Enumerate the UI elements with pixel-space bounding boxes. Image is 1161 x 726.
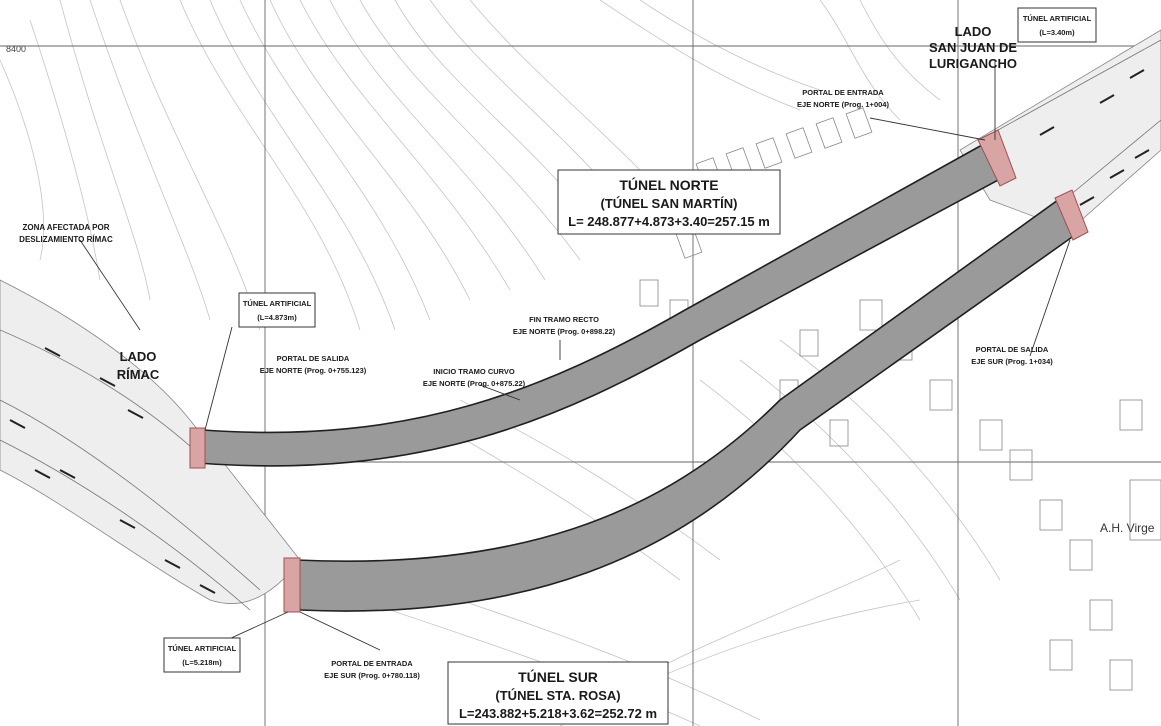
portal-salida-norte-line1: PORTAL DE SALIDA (277, 354, 350, 363)
tunnel-sur-length: L=243.882+5.218+3.62=252.72 m (459, 706, 657, 721)
road-rimac (0, 279, 301, 611)
lado-rimac-line2: RÍMAC (117, 367, 160, 382)
tunel-artificial-sw-line1: TÚNEL ARTIFICIAL (168, 644, 237, 653)
zona-afectada-line2: DESLIZAMIENTO RÍMAC (19, 235, 113, 244)
portals (189, 129, 1089, 613)
tunnel-sur-title: TÚNEL SUR (518, 668, 598, 685)
label-frames (163, 7, 1097, 725)
tunnel-norte-subtitle: (TÚNEL SAN MARTÍN) (601, 196, 738, 211)
tunel-artificial-ne-line1: TÚNEL ARTIFICIAL (1023, 14, 1092, 23)
portal-entrada-norte-line2: EJE NORTE (Prog. 1+004) (797, 100, 889, 109)
leader-lines (79, 60, 1071, 651)
portal-salida-sur-line1: PORTAL DE SALIDA (976, 345, 1049, 354)
portal-salida-sur-line2: EJE SUR (Prog. 1+034) (971, 357, 1053, 366)
tunnel-norte-title: TÚNEL NORTE (619, 176, 718, 193)
portal-salida-norte-line2: EJE NORTE (Prog. 0+755.123) (260, 366, 367, 375)
tunel-artificial-nw-line2: (L=4.873m) (257, 313, 297, 322)
lado-sjl-line1: LADO (955, 24, 992, 39)
inicio-tramo-line2: EJE NORTE (Prog. 0+875.22) (423, 379, 526, 388)
fin-tramo-line1: FIN TRAMO RECTO (529, 315, 599, 324)
lado-sjl-line2: SAN JUAN DE (929, 40, 1017, 55)
grid-coord-top: 8400 (6, 44, 26, 54)
portal-entrada-norte-line1: PORTAL DE ENTRADA (802, 88, 884, 97)
lado-rimac-line1: LADO (120, 349, 157, 364)
portal-entrada-sur-line1: PORTAL DE ENTRADA (331, 659, 413, 668)
tunel-artificial-ne-line2: (L=3.40m) (1039, 28, 1075, 37)
tunel-artificial-nw-line1: TÚNEL ARTIFICIAL (243, 299, 312, 308)
ah-label: A.H. Virge (1100, 521, 1155, 535)
tunnel-sur-subtitle: (TÚNEL STA. ROSA) (495, 688, 620, 703)
zona-afectada-line1: ZONA AFECTADA POR (23, 223, 110, 232)
topographic-contours (0, 0, 1001, 726)
tunnel-norte-length: L= 248.877+4.873+3.40=257.15 m (568, 214, 770, 229)
portal-entrada-sur-line2: EJE SUR (Prog. 0+780.118) (324, 671, 420, 680)
lado-sjl-line3: LURIGANCHO (929, 56, 1017, 71)
fin-tramo-line2: EJE NORTE (Prog. 0+898.22) (513, 327, 616, 336)
tunel-artificial-sw-line2: (L=5.218m) (182, 658, 222, 667)
inicio-tramo-line1: INICIO TRAMO CURVO (433, 367, 515, 376)
